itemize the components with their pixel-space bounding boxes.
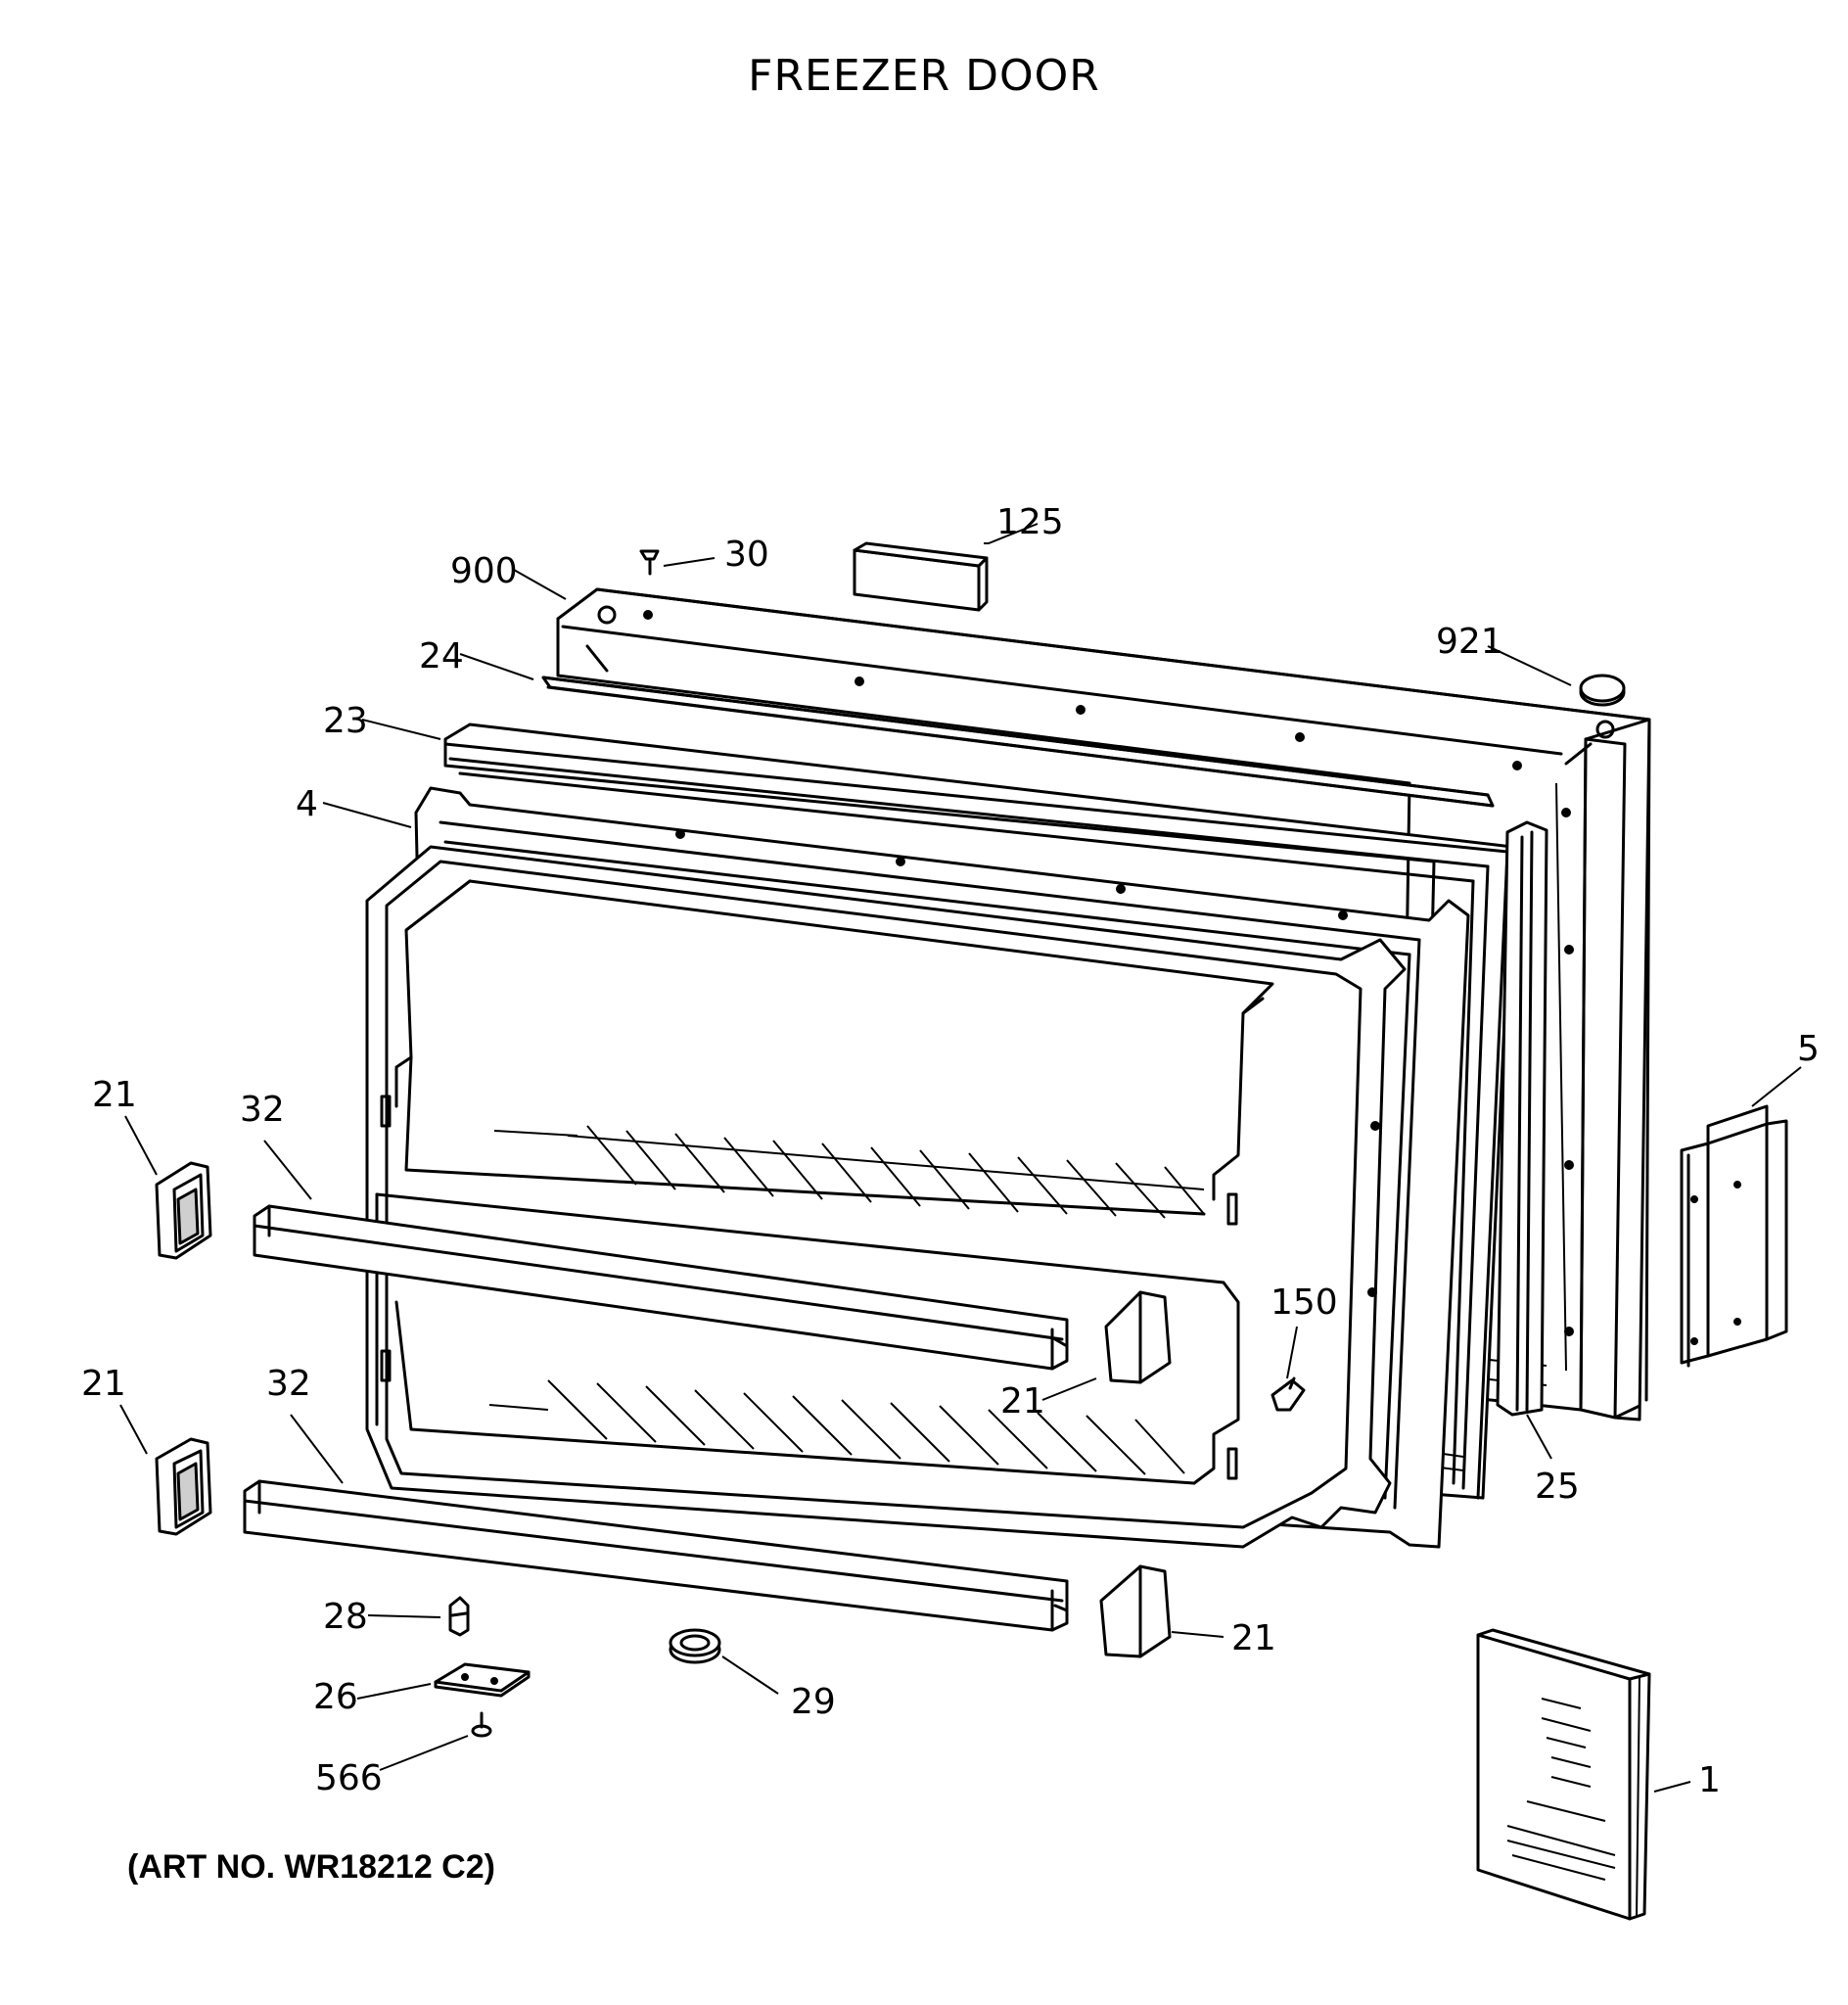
part-28-pin [448,1596,470,1637]
part-24-top-strip [541,676,1495,808]
part-29-plug [669,1628,721,1664]
callout-921: 921 [1436,622,1503,662]
callout-566: 566 [315,1758,383,1798]
callout-32-top: 32 [240,1090,285,1130]
part-5-bracket [1680,1104,1788,1368]
callout-900: 900 [450,551,518,591]
part-21-endcap-left-top [155,1161,212,1260]
part-1-manual [1476,1628,1651,1921]
part-23-gasket [443,723,1514,1500]
art-number: (ART NO. WR18212 C2) [127,1848,495,1886]
callout-125: 125 [996,502,1064,542]
callout-4: 4 [296,784,318,824]
callout-30: 30 [724,535,769,575]
callout-21-right-bottom: 21 [1231,1618,1276,1658]
callout-32-bottom: 32 [266,1364,311,1404]
part-21-endcap-mid [1104,1290,1172,1384]
part-566-screw [471,1711,492,1738]
callout-21-left-bottom: 21 [81,1364,126,1404]
part-25-side-strip [1496,820,1548,1417]
part-921-plug [1579,674,1626,707]
diagram-title: FREEZER DOOR [748,51,1100,101]
part-21-endcap-left-bottom [155,1437,212,1536]
callout-150: 150 [1270,1282,1338,1323]
part-21-endcap-right-bottom [1099,1564,1172,1658]
callout-23: 23 [323,701,368,741]
part-150-bolt [1270,1376,1306,1412]
part-32-bar-bottom [243,1479,1069,1632]
callout-25: 25 [1535,1467,1580,1507]
callout-5: 5 [1797,1029,1820,1069]
callout-29: 29 [791,1682,836,1722]
callout-28: 28 [323,1597,368,1637]
callout-21-left-top: 21 [92,1075,137,1115]
part-125-label [853,541,989,612]
callout-26: 26 [313,1677,358,1717]
part-32-bar-top [253,1204,1069,1371]
door-liner [365,845,1407,1549]
callout-24: 24 [419,636,464,676]
callout-1: 1 [1698,1760,1721,1800]
callout-labels: 900 30 125 921 24 23 4 5 21 32 150 21 25… [81,502,1820,1800]
part-30-screw [639,549,660,576]
part-26-hinge-plate [434,1662,531,1698]
callout-21-mid: 21 [1000,1381,1045,1422]
leader-lines [119,523,1802,1793]
